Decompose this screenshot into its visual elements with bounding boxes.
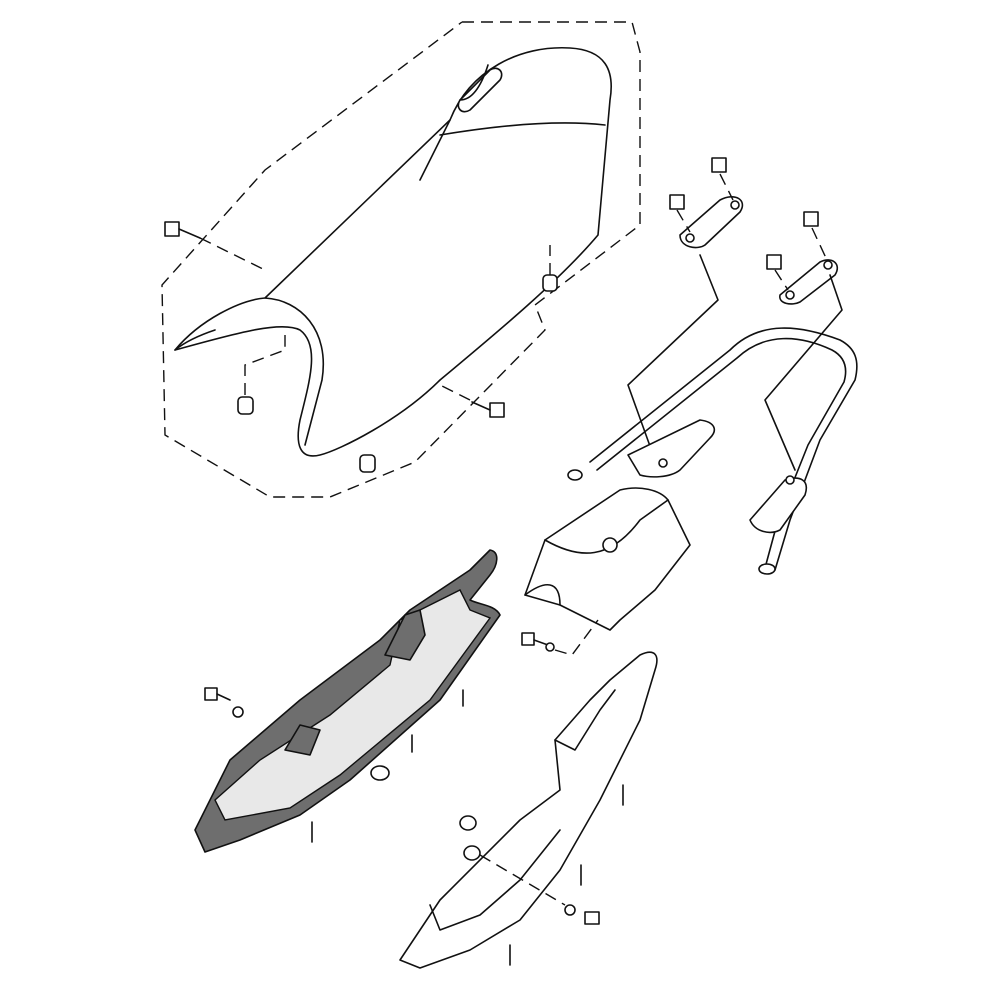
grommet-icon (237, 396, 254, 415)
bolt-icon (204, 687, 218, 701)
bolt-shank (178, 228, 201, 239)
seat-brackets (627, 157, 843, 471)
grommet-icon (459, 815, 477, 831)
bolt-icon (803, 211, 819, 227)
bolt-icon (164, 221, 180, 237)
left-side-cover (194, 549, 501, 853)
grommet-icon (542, 274, 558, 292)
seat (174, 47, 612, 457)
grab-bar (567, 327, 858, 575)
bolt-icon (711, 157, 727, 173)
grommet-icon (463, 845, 481, 861)
seat-fasteners (164, 221, 558, 473)
seat-assembly-boundary (161, 21, 641, 498)
bolt-icon (766, 254, 782, 270)
emblem-icon (602, 537, 618, 553)
bolt-icon (669, 194, 685, 210)
tail-cover (521, 487, 691, 656)
grommet-icon (370, 765, 390, 781)
right-side-cover (399, 651, 658, 969)
grommet-icon (359, 454, 376, 473)
bolt-icon (489, 402, 505, 418)
